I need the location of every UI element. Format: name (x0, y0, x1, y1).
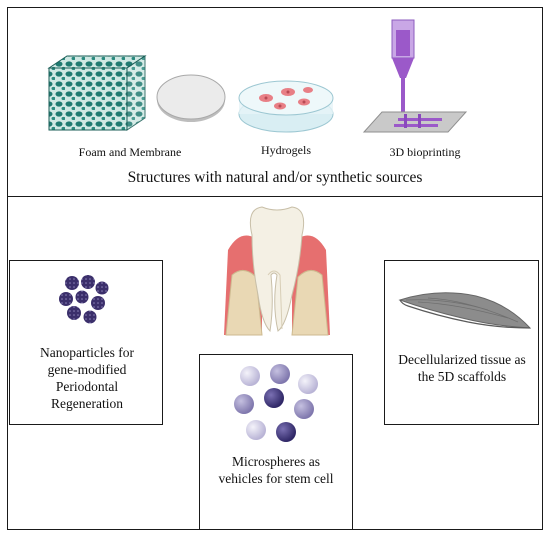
microspheres-label: Microspheres as vehicles for stem cell (218, 454, 334, 486)
decellularized-box (384, 260, 539, 425)
petri-dish-hydrogel-icon (238, 80, 334, 133)
nanoparticles-label: Nanoparticles for gene-modified Periodon… (39, 345, 135, 411)
tooth-in-periodontium-icon (224, 206, 330, 336)
nanoparticle-cluster-icon (59, 275, 109, 324)
bioprinting-label: 3D bioprinting (389, 145, 461, 159)
foam-membrane-label: Foam and Membrane (78, 145, 182, 159)
decellularized-label: Decellularized tissue as the 5D scaffold… (398, 352, 526, 384)
top-panel-caption: Structures with natural and/or synthetic… (127, 169, 423, 186)
decellularized-tissue-sheet-icon (398, 292, 532, 329)
hydrogels-label: Hydrogels (261, 143, 311, 157)
microspheres-box (199, 354, 353, 530)
bioprinter-nozzle-icon (362, 19, 468, 133)
foam-cube-and-membrane-disc-icon (47, 55, 226, 131)
microsphere-group-icon (234, 364, 318, 442)
